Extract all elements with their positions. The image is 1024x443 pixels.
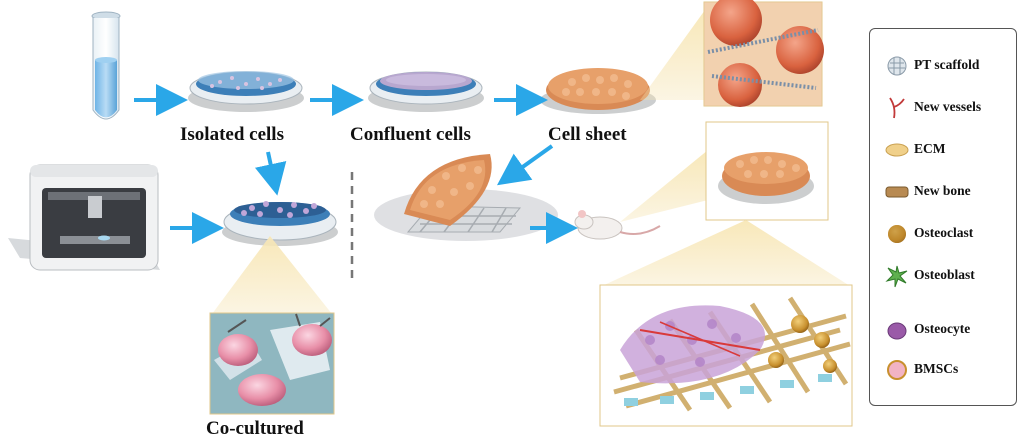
legend-item-osteocyte: Osteocyte	[870, 315, 1018, 345]
petri-dish-confluent	[368, 71, 484, 112]
test-tube-icon	[91, 11, 121, 120]
label-co-cultured: Co-cultured	[206, 418, 304, 439]
petri-dish-cocultured	[222, 201, 338, 246]
legend-item-ecm: ECM	[870, 135, 1018, 165]
scaffold-construct	[374, 154, 558, 241]
cell-sheet	[540, 68, 656, 114]
osteoblast-icon	[885, 265, 908, 288]
legend-label-new-vessels: New vessels	[914, 99, 982, 114]
label-cell-sheet: Cell sheet	[548, 124, 627, 145]
legend-label-ecm: ECM	[914, 141, 946, 156]
new-vessels-icon	[889, 97, 905, 119]
arrow-sheet-to-construct	[496, 144, 554, 186]
legend-label-new-bone: New bone	[914, 183, 971, 198]
legend-label-osteoblast: Osteoblast	[914, 267, 975, 282]
process-arrows	[134, 84, 578, 244]
mouse-icon	[574, 210, 661, 240]
ecm-icon	[885, 143, 909, 157]
new-bone-icon	[885, 186, 909, 198]
zoom-bone-regeneration	[599, 220, 853, 427]
osteoclast-icon	[888, 225, 906, 243]
label-confluent-cells: Confluent cells	[350, 124, 471, 145]
legend-item-pt-scaffold: PT scaffold	[870, 51, 1018, 81]
3d-printer-icon	[8, 164, 160, 271]
pt-scaffold-icon	[887, 56, 907, 76]
legend-item-osteoclast: Osteoclast	[870, 219, 1018, 249]
legend-label-pt-scaffold: PT scaffold	[914, 57, 980, 72]
legend-label-osteocyte: Osteocyte	[914, 321, 971, 336]
legend-item-new-vessels: New vessels	[870, 93, 1018, 123]
legend-label-bmscs: BMSCs	[914, 361, 959, 376]
zoom-implant	[620, 121, 829, 222]
zoom-cocultured	[209, 236, 335, 415]
label-isolated-cells: Isolated cells	[180, 124, 284, 145]
legend: PT scaffold New vessels ECM New bone Ost…	[869, 28, 1017, 406]
arrow-isolated-to-coculture	[255, 151, 287, 196]
petri-dish-isolated	[188, 71, 304, 112]
zoom-cell-sheet	[640, 0, 824, 107]
legend-item-new-bone: New bone	[870, 177, 1018, 207]
osteocyte-icon	[887, 322, 907, 340]
legend-item-bmscs: BMSCs	[870, 355, 1018, 385]
bmscs-icon	[887, 360, 907, 380]
legend-item-osteoblast: Osteoblast	[870, 261, 1018, 291]
legend-label-osteoclast: Osteoclast	[914, 225, 974, 240]
